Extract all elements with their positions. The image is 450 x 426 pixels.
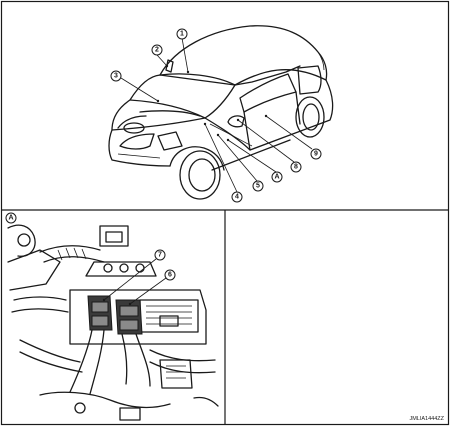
callout-2-label: 2 bbox=[155, 47, 159, 54]
callout-4: 4 bbox=[231, 191, 243, 203]
callout-1-label: 1 bbox=[180, 31, 184, 38]
callout-9: 9 bbox=[310, 148, 322, 160]
callout-5-label: 5 bbox=[256, 183, 260, 190]
callout-3-label: 3 bbox=[114, 73, 118, 80]
callout-8-label: 8 bbox=[294, 164, 298, 171]
leader-lines-detail bbox=[102, 258, 167, 306]
detail-A-drawing bbox=[7, 224, 219, 421]
vehicle-drawing bbox=[108, 25, 334, 200]
callout-6: 6 bbox=[164, 269, 176, 281]
callout-6-label: 6 bbox=[168, 272, 172, 279]
callout-1: 1 bbox=[176, 28, 188, 40]
detail-A-marker: A bbox=[5, 212, 17, 224]
callout-2: 2 bbox=[151, 44, 163, 56]
callout-A: A bbox=[271, 171, 283, 183]
callout-5: 5 bbox=[252, 180, 264, 192]
figure-code: JMLIA1444ZZ bbox=[409, 416, 444, 422]
callout-4-label: 4 bbox=[235, 194, 239, 201]
callout-9-label: 9 bbox=[314, 151, 318, 158]
detail-A-marker-label: A bbox=[8, 215, 13, 222]
callout-7: 7 bbox=[154, 249, 166, 261]
callout-3: 3 bbox=[110, 70, 122, 82]
callout-A-label: A bbox=[274, 174, 279, 181]
callout-7-label: 7 bbox=[158, 252, 162, 259]
leader-lines-top bbox=[120, 37, 313, 193]
callout-8: 8 bbox=[290, 161, 302, 173]
